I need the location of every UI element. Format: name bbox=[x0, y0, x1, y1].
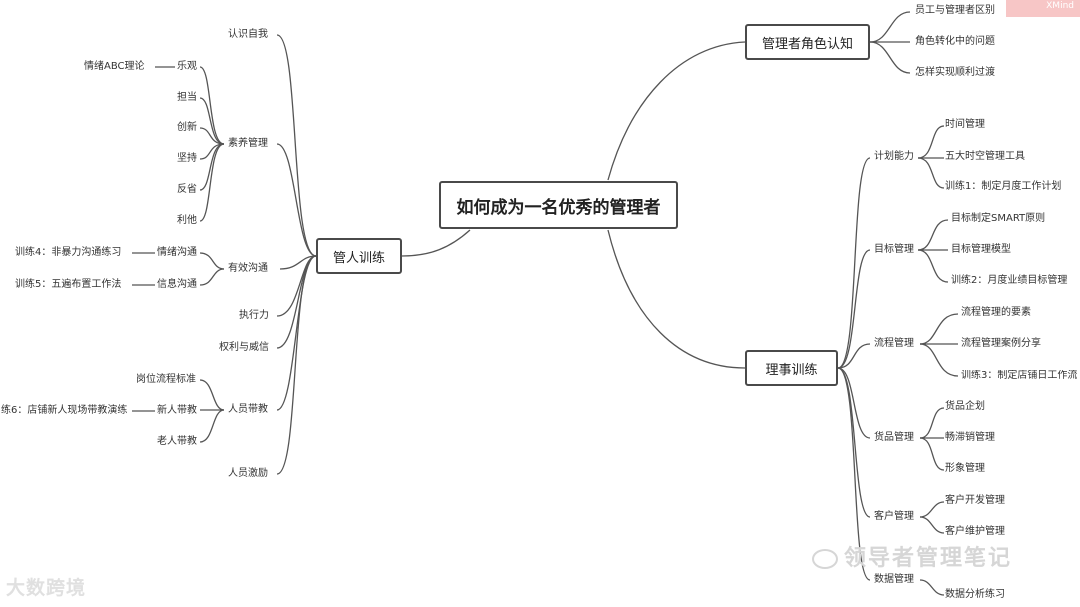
xmind-brand-badge: XMind bbox=[1006, 0, 1080, 17]
watermark-left: 大数跨境 bbox=[6, 573, 86, 600]
customer-item[interactable]: 客户维护管理 bbox=[944, 526, 1006, 538]
literacy-item[interactable]: 乐观 bbox=[176, 61, 198, 73]
connector-central-affairs bbox=[607, 229, 746, 369]
coaching-item[interactable]: 岗位流程标准 bbox=[135, 374, 197, 386]
literacy-item[interactable]: 担当 bbox=[176, 92, 198, 104]
goals-item[interactable]: 训练2：月度业绩目标管理 bbox=[950, 275, 1069, 287]
customer-topic[interactable]: 客户管理 bbox=[873, 511, 915, 523]
authority-topic[interactable]: 权利与威信 bbox=[218, 342, 270, 354]
motivation-topic[interactable]: 人员激励 bbox=[227, 468, 269, 480]
goods-item[interactable]: 形象管理 bbox=[944, 463, 986, 475]
literacy-note[interactable]: 情绪ABC理论 bbox=[83, 61, 146, 73]
planning-item[interactable]: 五大时空管理工具 bbox=[944, 151, 1026, 163]
role-item[interactable]: 员工与管理者区别 bbox=[914, 5, 996, 17]
know-self-topic[interactable]: 认识自我 bbox=[227, 29, 269, 41]
wechat-icon bbox=[812, 549, 838, 569]
coaching-item[interactable]: 老人带教 bbox=[156, 436, 198, 448]
coaching-topic[interactable]: 人员带教 bbox=[227, 404, 269, 416]
communication-item[interactable]: 情绪沟通 bbox=[156, 247, 198, 259]
process-item[interactable]: 流程管理案例分享 bbox=[960, 338, 1042, 350]
communication-note[interactable]: 训练4：非暴力沟通练习 bbox=[14, 247, 123, 259]
branch-affairs[interactable]: 理事训练 bbox=[745, 350, 838, 386]
goods-topic[interactable]: 货品管理 bbox=[873, 432, 915, 444]
communication-item[interactable]: 信息沟通 bbox=[156, 279, 198, 291]
branch-role[interactable]: 管理者角色认知 bbox=[745, 24, 870, 60]
connector-central-role bbox=[607, 41, 746, 181]
process-item[interactable]: 流程管理的要素 bbox=[960, 307, 1032, 319]
customer-item[interactable]: 客户开发管理 bbox=[944, 495, 1006, 507]
goals-item[interactable]: 目标制定SMART原则 bbox=[950, 213, 1047, 225]
goods-item[interactable]: 货品企划 bbox=[944, 401, 986, 413]
role-item[interactable]: 角色转化中的问题 bbox=[914, 36, 996, 48]
literacy-topic[interactable]: 素养管理 bbox=[227, 138, 269, 150]
goals-topic[interactable]: 目标管理 bbox=[873, 244, 915, 256]
planning-item[interactable]: 时间管理 bbox=[944, 119, 986, 131]
role-item[interactable]: 怎样实现顺利过渡 bbox=[914, 67, 996, 79]
central-topic[interactable]: 如何成为一名优秀的管理者 bbox=[439, 181, 678, 229]
coaching-note[interactable]: 练6：店铺新人现场带教演练 bbox=[0, 405, 129, 417]
watermark-left-text: 大数跨境 bbox=[6, 577, 87, 599]
planning-topic[interactable]: 计划能力 bbox=[873, 151, 915, 163]
communication-note[interactable]: 训练5：五遍布置工作法 bbox=[14, 279, 123, 291]
execution-topic[interactable]: 执行力 bbox=[238, 310, 270, 322]
communication-topic[interactable]: 有效沟通 bbox=[227, 263, 269, 275]
data-topic[interactable]: 数据管理 bbox=[873, 574, 915, 586]
coaching-item[interactable]: 新人带教 bbox=[156, 405, 198, 417]
literacy-item[interactable]: 利他 bbox=[176, 215, 198, 227]
planning-item[interactable]: 训练1：制定月度工作计划 bbox=[944, 181, 1063, 193]
literacy-item[interactable]: 创新 bbox=[176, 122, 198, 134]
branch-people[interactable]: 管人训练 bbox=[316, 238, 402, 274]
watermark-right-text: 领导者管理笔记 bbox=[844, 546, 1013, 571]
literacy-item[interactable]: 坚持 bbox=[176, 153, 198, 165]
process-item[interactable]: 训练3：制定店铺日工作流 bbox=[960, 370, 1078, 382]
literacy-item[interactable]: 反省 bbox=[176, 184, 198, 196]
goals-item[interactable]: 目标管理模型 bbox=[950, 244, 1012, 256]
watermark-right: 领导者管理笔记 bbox=[812, 540, 1012, 572]
connector-central-people bbox=[401, 229, 471, 257]
process-topic[interactable]: 流程管理 bbox=[873, 338, 915, 350]
data-item[interactable]: 数据分析练习 bbox=[944, 589, 1006, 601]
goods-item[interactable]: 畅滞销管理 bbox=[944, 432, 996, 444]
